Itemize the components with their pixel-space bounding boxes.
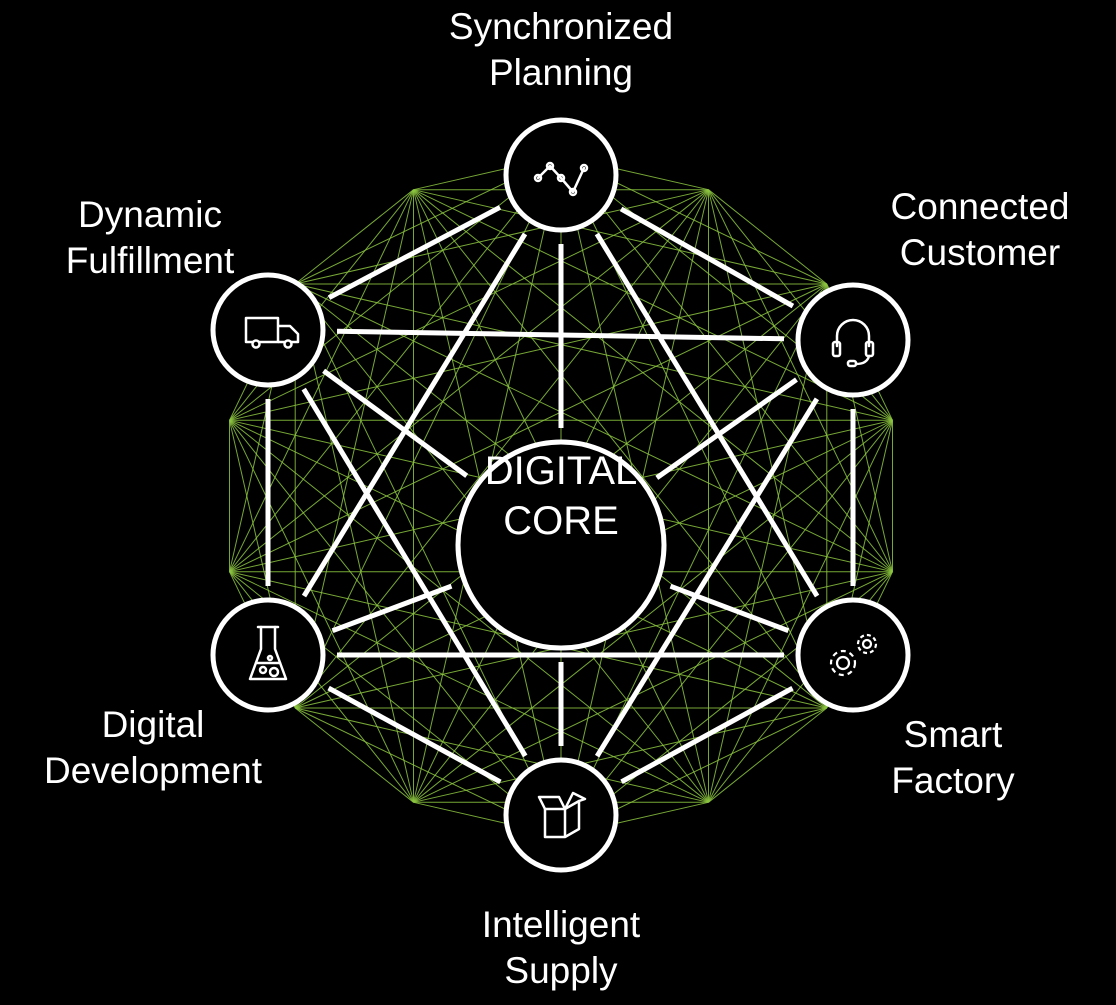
mesh-line	[294, 189, 414, 709]
mesh-line	[413, 419, 893, 803]
node-circle-connected-customer	[795, 282, 911, 398]
mesh-line	[229, 571, 709, 803]
label-digital-development: Digital Development	[8, 702, 298, 794]
connection-line	[619, 206, 795, 309]
gears-icon	[829, 633, 878, 677]
label-line: Customer	[899, 232, 1061, 273]
mesh-line	[229, 420, 414, 803]
label-intelligent-supply: Intelligent Supply	[444, 902, 678, 994]
label-line: Supply	[504, 950, 618, 991]
mesh-line	[295, 283, 893, 421]
label-smart-factory: Smart Factory	[858, 712, 1048, 804]
connection-line	[331, 583, 453, 634]
mesh-line	[413, 189, 893, 421]
mesh-line	[295, 707, 709, 803]
mesh-line	[229, 283, 827, 421]
mesh-line	[294, 189, 414, 285]
connection-line	[327, 205, 502, 300]
node-circle-dynamic-fulfillment	[210, 272, 326, 388]
mesh-line	[229, 189, 414, 572]
label-dynamic-fulfillment: Dynamic Fulfillment	[20, 192, 280, 284]
line-chart-icon	[533, 161, 589, 197]
mesh-line	[413, 189, 893, 573]
mesh-line	[294, 283, 414, 803]
flask-icon	[248, 625, 288, 681]
mesh-line	[229, 419, 709, 803]
label-line: Fulfillment	[65, 240, 235, 281]
connection-line	[594, 232, 820, 598]
connection-line	[322, 368, 469, 478]
mesh-line	[229, 189, 709, 573]
node-circle-intelligent-supply	[503, 757, 619, 873]
mesh-line	[413, 707, 827, 803]
label-line: Digital	[101, 704, 205, 745]
label-line: Synchronized	[448, 6, 674, 47]
label-line: Connected	[890, 186, 1070, 227]
node-circle-digital-development	[210, 597, 326, 713]
box-icon	[537, 791, 587, 839]
label-line: Factory	[891, 760, 1015, 801]
connection-line	[301, 387, 528, 758]
label-line: Planning	[488, 52, 633, 93]
mesh-line	[294, 707, 414, 803]
core-line: CORE	[503, 499, 619, 543]
label-line: Intelligent	[481, 904, 641, 945]
digital-core-label: DIGITAL CORE	[461, 446, 661, 546]
label-line: Smart	[903, 714, 1003, 755]
mesh-line	[708, 189, 828, 285]
connection-line	[669, 583, 790, 634]
mesh-line	[413, 189, 827, 285]
label-synchronized-planning: Synchronized Planning	[419, 4, 703, 96]
connection-line	[594, 397, 820, 758]
node-circles	[210, 117, 911, 873]
core-circle	[455, 439, 667, 651]
connection-line	[327, 685, 502, 785]
connection-links	[265, 205, 856, 785]
truck-icon	[244, 316, 300, 349]
headset-icon	[831, 318, 875, 368]
mesh-line	[229, 419, 562, 837]
label-line: Development	[43, 750, 262, 791]
connection-line	[655, 377, 798, 480]
label-line: Dynamic	[78, 194, 222, 235]
mesh-line	[708, 707, 828, 803]
mesh-line	[708, 189, 893, 572]
label-connected-customer: Connected Customer	[866, 184, 1094, 276]
connection-line	[620, 686, 794, 784]
mesh-line	[295, 189, 709, 285]
mesh-line	[708, 420, 893, 803]
connection-line	[301, 232, 528, 598]
core-line: DIGITAL	[484, 449, 638, 493]
